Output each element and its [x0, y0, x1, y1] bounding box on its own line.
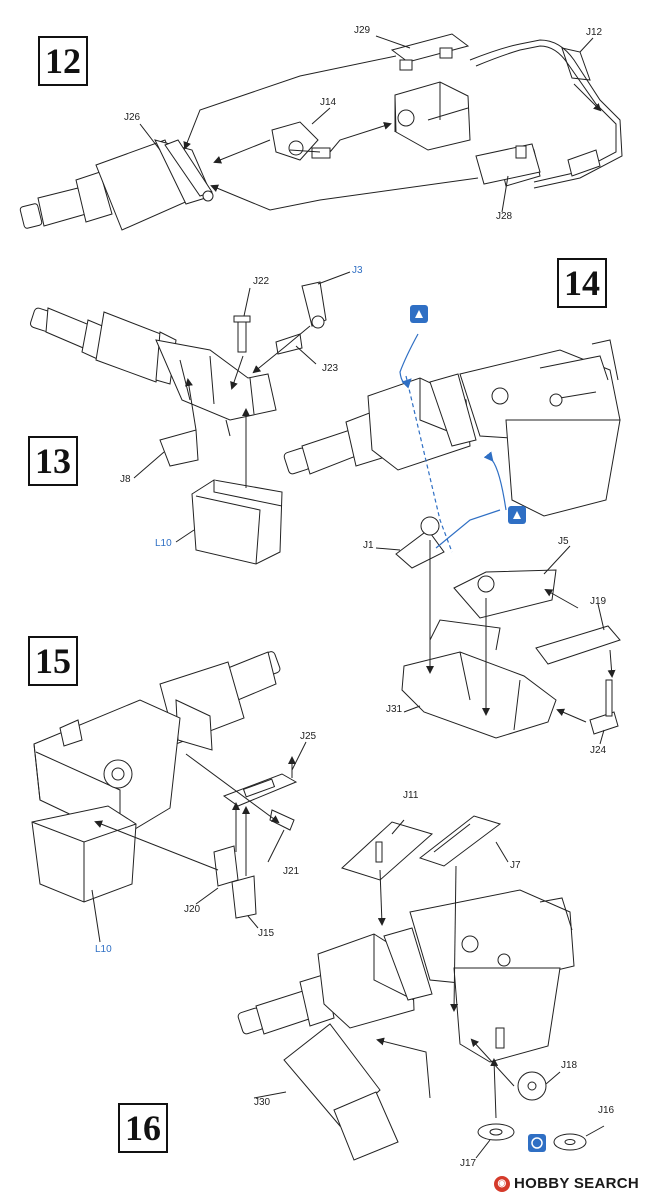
- label-L10-step13: L10: [155, 538, 172, 549]
- step-16-drawing: [237, 815, 605, 1161]
- label-J21: J21: [283, 866, 300, 877]
- gun-cradle-16: [237, 889, 575, 1063]
- step-14-number: 14: [557, 258, 607, 308]
- label-L10-step15: L10: [95, 944, 112, 955]
- gun-cradle-13: [29, 307, 277, 421]
- part-J28: [475, 143, 541, 185]
- part-J17: [477, 1123, 515, 1141]
- part-J21: [269, 809, 295, 831]
- label-J26: J26: [124, 112, 141, 123]
- label-J17: J17: [460, 1158, 477, 1169]
- label-J19: J19: [590, 596, 607, 607]
- label-J24: J24: [590, 745, 607, 756]
- part-J29: [390, 33, 470, 71]
- step-16-number: 16: [118, 1103, 168, 1153]
- part-J1: [395, 516, 445, 569]
- part-L10-step15: [31, 805, 137, 903]
- label-J1: J1: [363, 540, 374, 551]
- glue-indicator-lines: [399, 333, 507, 553]
- label-J22: J22: [253, 276, 270, 287]
- label-J12: J12: [586, 27, 603, 38]
- part-J5: [453, 569, 557, 619]
- sight-housing: [394, 81, 471, 151]
- label-J23: J23: [322, 363, 339, 374]
- part-J7: [418, 815, 502, 867]
- label-J20: J20: [184, 904, 201, 915]
- label-J31: J31: [386, 704, 403, 715]
- label-J18: J18: [561, 1060, 578, 1071]
- label-J15: J15: [258, 928, 275, 939]
- step-14-drawing: [283, 339, 621, 745]
- label-J16: J16: [598, 1105, 615, 1116]
- label-J14: J14: [320, 97, 337, 108]
- step-15-number: 15: [28, 636, 78, 686]
- label-J28: J28: [496, 211, 513, 222]
- part-J24: [589, 679, 619, 735]
- watermark: ◉HOBBY SEARCH: [493, 1175, 639, 1192]
- step-15-drawing: [31, 651, 307, 943]
- part-J20: [213, 845, 239, 887]
- part-J3: [301, 281, 327, 329]
- label-J3: J3: [352, 265, 363, 276]
- step-12-number: 12: [38, 36, 88, 86]
- rotating-part-icon: [528, 1134, 546, 1152]
- watermark-text: HOBBY SEARCH: [513, 1175, 639, 1192]
- part-J8: [159, 429, 199, 467]
- label-J8: J8: [120, 474, 131, 485]
- label-J7: J7: [510, 860, 521, 871]
- gun-cradle-12: [19, 139, 214, 231]
- part-J16: [553, 1133, 587, 1151]
- step-13-drawing: [29, 271, 351, 565]
- label-J11: J11: [403, 790, 419, 801]
- step-12-drawing: [19, 33, 623, 231]
- part-J22: [233, 315, 251, 353]
- part-L10-step13: [191, 479, 283, 565]
- part-J30: [283, 1023, 399, 1161]
- label-J29: J29: [354, 25, 371, 36]
- hobby-search-logo-icon: ◉: [493, 1176, 510, 1192]
- gun-cradle-14: [283, 339, 621, 517]
- part-J31: [401, 619, 557, 739]
- part-J12: [561, 47, 591, 81]
- glue-bottle-icon: [410, 305, 428, 323]
- part-J18: [495, 1027, 547, 1101]
- part-J14: [271, 121, 331, 161]
- glue-bottle-icon: [508, 506, 526, 524]
- part-J15: [231, 875, 257, 919]
- label-J30: J30: [254, 1097, 271, 1108]
- part-J19: [535, 625, 621, 665]
- label-J25: J25: [300, 731, 317, 742]
- step-13-number: 13: [28, 436, 78, 486]
- gun-cradle-15: [33, 651, 281, 839]
- part-J11: [341, 821, 434, 881]
- label-J5: J5: [558, 536, 569, 547]
